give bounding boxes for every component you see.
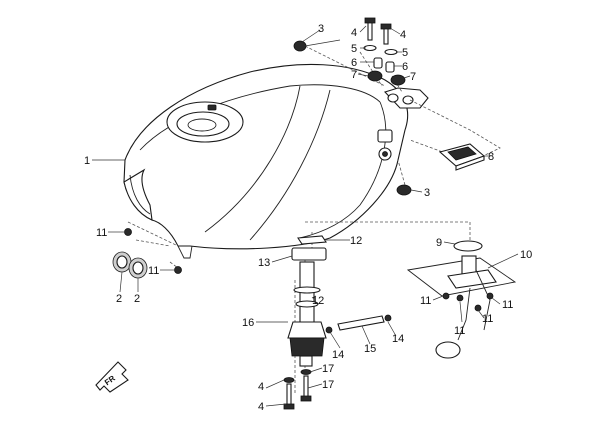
side-rubber-mount	[396, 184, 412, 196]
fuel-valve-assembly	[283, 235, 333, 410]
callout-4a: 4	[351, 27, 357, 39]
small-nuts-left	[124, 228, 182, 274]
rubber-caps	[112, 251, 148, 279]
callout-7a: 7	[351, 69, 357, 81]
callout-13: 13	[258, 257, 270, 269]
callout-9: 9	[436, 237, 442, 249]
callout-3b: 3	[424, 187, 430, 199]
front-direction-arrow-icon: FR	[95, 361, 129, 393]
callout-4b: 4	[400, 29, 406, 41]
callout-12b: 12	[312, 295, 324, 307]
callout-6b: 6	[402, 61, 408, 73]
callout-14b: 14	[392, 333, 404, 345]
fuel-level-sender	[406, 240, 517, 359]
callout-11a: 11	[96, 227, 107, 239]
callout-17b: 17	[322, 379, 334, 391]
callout-2b: 2	[134, 293, 140, 305]
callout-16: 16	[242, 317, 254, 329]
callout-7b: 7	[410, 71, 416, 83]
callout-14a: 14	[332, 349, 344, 361]
callout-labels: 1 2 2 3 3 4 4 4 4 5 5 6 6 7 7 8 9 10 11 …	[84, 23, 532, 413]
callout-2a: 2	[116, 293, 122, 305]
callout-12a: 12	[350, 235, 362, 247]
callout-10: 10	[520, 249, 532, 261]
callout-8: 8	[488, 151, 494, 163]
callout-11c: 11	[420, 295, 431, 307]
callout-4d: 4	[258, 401, 264, 413]
callout-11e: 11	[454, 325, 465, 337]
fuel-hose	[337, 314, 392, 331]
fuel-tank	[123, 63, 429, 259]
callout-3a: 3	[318, 23, 324, 35]
mounting-bracket-pad	[438, 143, 486, 171]
callout-4c: 4	[258, 381, 264, 393]
callout-6a: 6	[351, 57, 357, 69]
leader-lines	[92, 25, 519, 407]
callout-11b: 11	[148, 265, 159, 277]
callout-17a: 17	[322, 363, 334, 375]
callout-5a: 5	[351, 43, 357, 55]
callout-15: 15	[364, 343, 376, 355]
callout-11f: 11	[482, 313, 493, 325]
callout-1: 1	[84, 155, 90, 167]
callout-11d: 11	[502, 299, 513, 311]
callout-5b: 5	[402, 47, 408, 59]
